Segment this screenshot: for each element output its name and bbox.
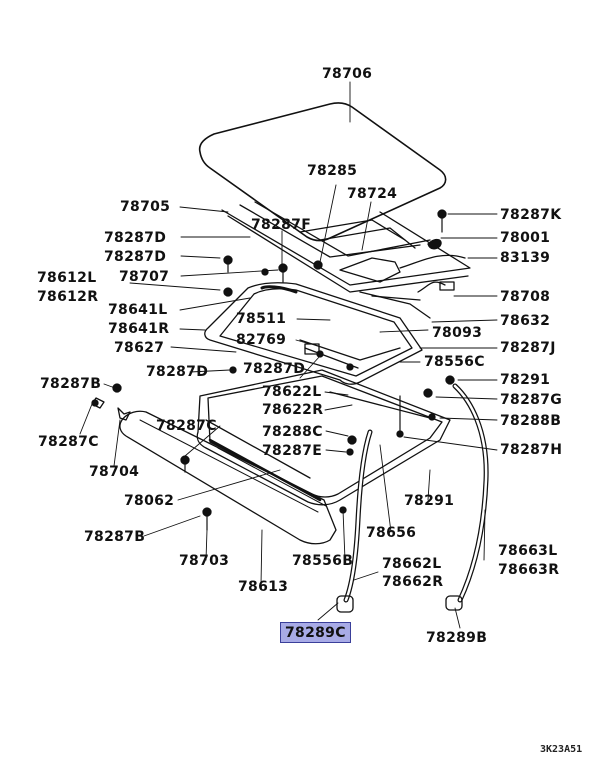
part-label-78287H[interactable]: 78287H: [500, 442, 563, 458]
part-label-78704[interactable]: 78704: [89, 464, 140, 480]
part-label-78612L[interactable]: 78612L: [37, 270, 97, 286]
part-label-78556C[interactable]: 78556C: [424, 354, 485, 370]
part-label-78662L[interactable]: 78662L: [382, 556, 442, 572]
screw-shanks: [184, 217, 443, 531]
inner-frame: [204, 282, 423, 385]
part-label-78622L[interactable]: 78622L: [262, 384, 322, 400]
part-label-78093[interactable]: 78093: [432, 325, 483, 341]
part-label-82769[interactable]: 82769: [236, 332, 287, 348]
part-label-78656[interactable]: 78656: [366, 525, 417, 541]
part-label-78287G[interactable]: 78287G: [500, 392, 562, 408]
part-label-78287D-d[interactable]: 78287D: [243, 361, 306, 377]
part-label-78706[interactable]: 78706: [322, 66, 373, 82]
part-label-78287D-c[interactable]: 78287D: [146, 364, 209, 380]
part-label-78288B[interactable]: 78288B: [500, 413, 562, 429]
part-label-78001[interactable]: 78001: [500, 230, 551, 246]
glass-panel: [198, 102, 447, 242]
leader-lines: [79, 81, 498, 629]
part-label-78627[interactable]: 78627: [114, 340, 165, 356]
part-label-78703[interactable]: 78703: [179, 553, 230, 569]
part-label-78287D-b[interactable]: 78287D: [104, 249, 167, 265]
wind-deflector: [119, 410, 337, 545]
part-label-78288C[interactable]: 78288C: [262, 424, 323, 440]
part-label-78289B[interactable]: 78289B: [426, 630, 488, 646]
part-label-78287B-b[interactable]: 78287B: [84, 529, 146, 545]
part-label-78287J[interactable]: 78287J: [500, 340, 556, 356]
part-label-78641R[interactable]: 78641R: [108, 321, 170, 337]
diagram-code: 3K23A51: [540, 744, 583, 755]
part-label-78289C-selected[interactable]: 78289C: [280, 622, 351, 643]
part-label-78287E[interactable]: 78287E: [262, 443, 323, 459]
part-label-78062[interactable]: 78062: [124, 493, 175, 509]
part-label-78612R[interactable]: 78612R: [37, 289, 99, 305]
part-label-78705[interactable]: 78705: [120, 199, 171, 215]
part-label-78287F[interactable]: 78287F: [251, 217, 312, 233]
lower-frame: [196, 369, 451, 506]
part-label-78641L[interactable]: 78641L: [108, 302, 168, 318]
part-label-78632[interactable]: 78632: [500, 313, 551, 329]
part-label-78291-a[interactable]: 78291: [500, 372, 551, 388]
drain-hoses: [336, 383, 489, 613]
part-label-78291-b[interactable]: 78291: [404, 493, 455, 509]
part-label-78724[interactable]: 78724: [347, 186, 398, 202]
part-label-78287K[interactable]: 78287K: [500, 207, 562, 223]
part-label-78287C-a[interactable]: 78287C: [156, 418, 217, 434]
part-label-78662R[interactable]: 78662R: [382, 574, 444, 590]
part-label-78511[interactable]: 78511: [236, 311, 287, 327]
part-label-83139[interactable]: 83139: [500, 250, 551, 266]
part-label-78622R[interactable]: 78622R: [262, 402, 324, 418]
part-label-78556B[interactable]: 78556B: [292, 553, 354, 569]
part-label-78285[interactable]: 78285: [307, 163, 358, 179]
part-label-78663R[interactable]: 78663R: [498, 562, 560, 578]
part-label-78287D-a[interactable]: 78287D: [104, 230, 167, 246]
part-label-78663L[interactable]: 78663L: [498, 543, 558, 559]
part-label-78287B-a[interactable]: 78287B: [40, 376, 102, 392]
fasteners: [91, 209, 455, 517]
part-label-78613[interactable]: 78613: [238, 579, 289, 595]
frame-assembly: [221, 201, 471, 319]
part-label-78287C-b[interactable]: 78287C: [38, 434, 99, 450]
part-label-78707[interactable]: 78707: [119, 269, 170, 285]
part-label-78708[interactable]: 78708: [500, 289, 551, 305]
